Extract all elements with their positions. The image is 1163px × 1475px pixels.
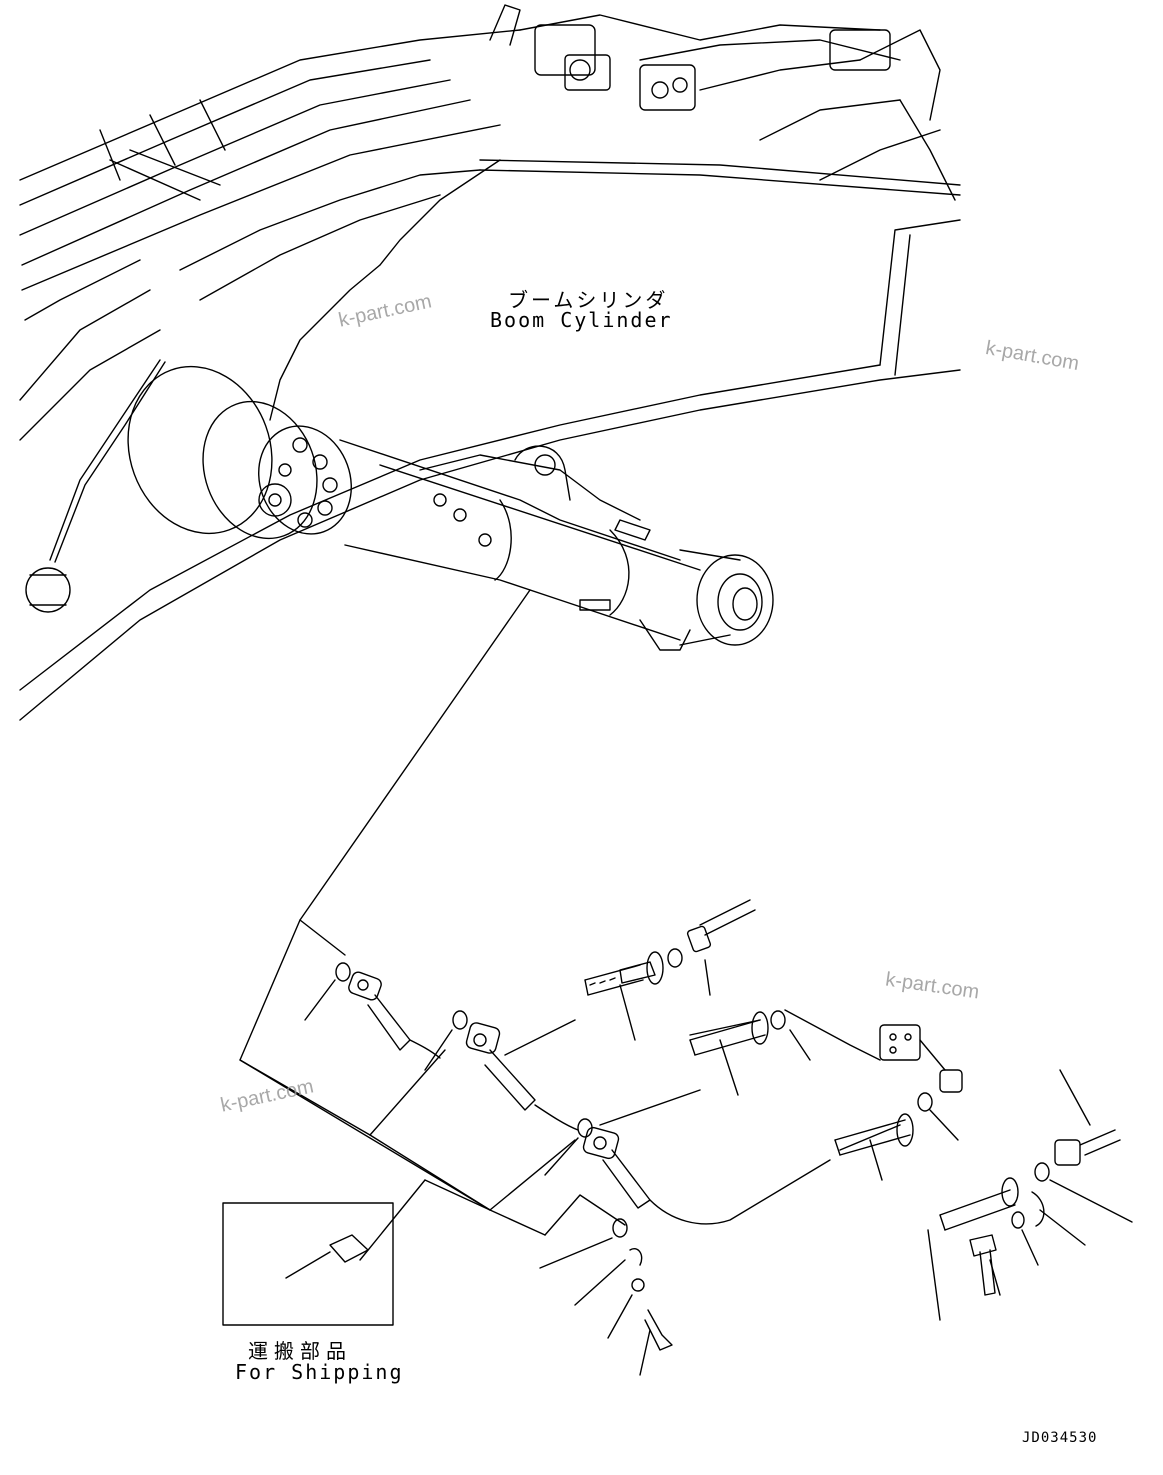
pipe-upper <box>584 899 756 1041</box>
flange-chain <box>304 962 901 1225</box>
drawing-number: JD034530 <box>1022 1430 1098 1446</box>
boom-frame <box>19 4 961 721</box>
pipe-lower <box>927 1069 1133 1321</box>
boom-cylinder <box>127 365 774 651</box>
pipe-middle <box>689 1009 963 1181</box>
leader-lines <box>239 589 626 1261</box>
shipping-label-jp: 運搬部品 <box>248 1339 352 1363</box>
bolt-lower-left <box>539 1218 673 1376</box>
boom-cylinder-label-en: Boom Cylinder <box>490 308 673 332</box>
hose-line <box>25 159 501 613</box>
boom-cylinder-label-jp: ブームシリンダ <box>508 288 669 312</box>
shipping-box <box>222 1202 394 1326</box>
shipping-label-en: For Shipping <box>235 1360 404 1384</box>
